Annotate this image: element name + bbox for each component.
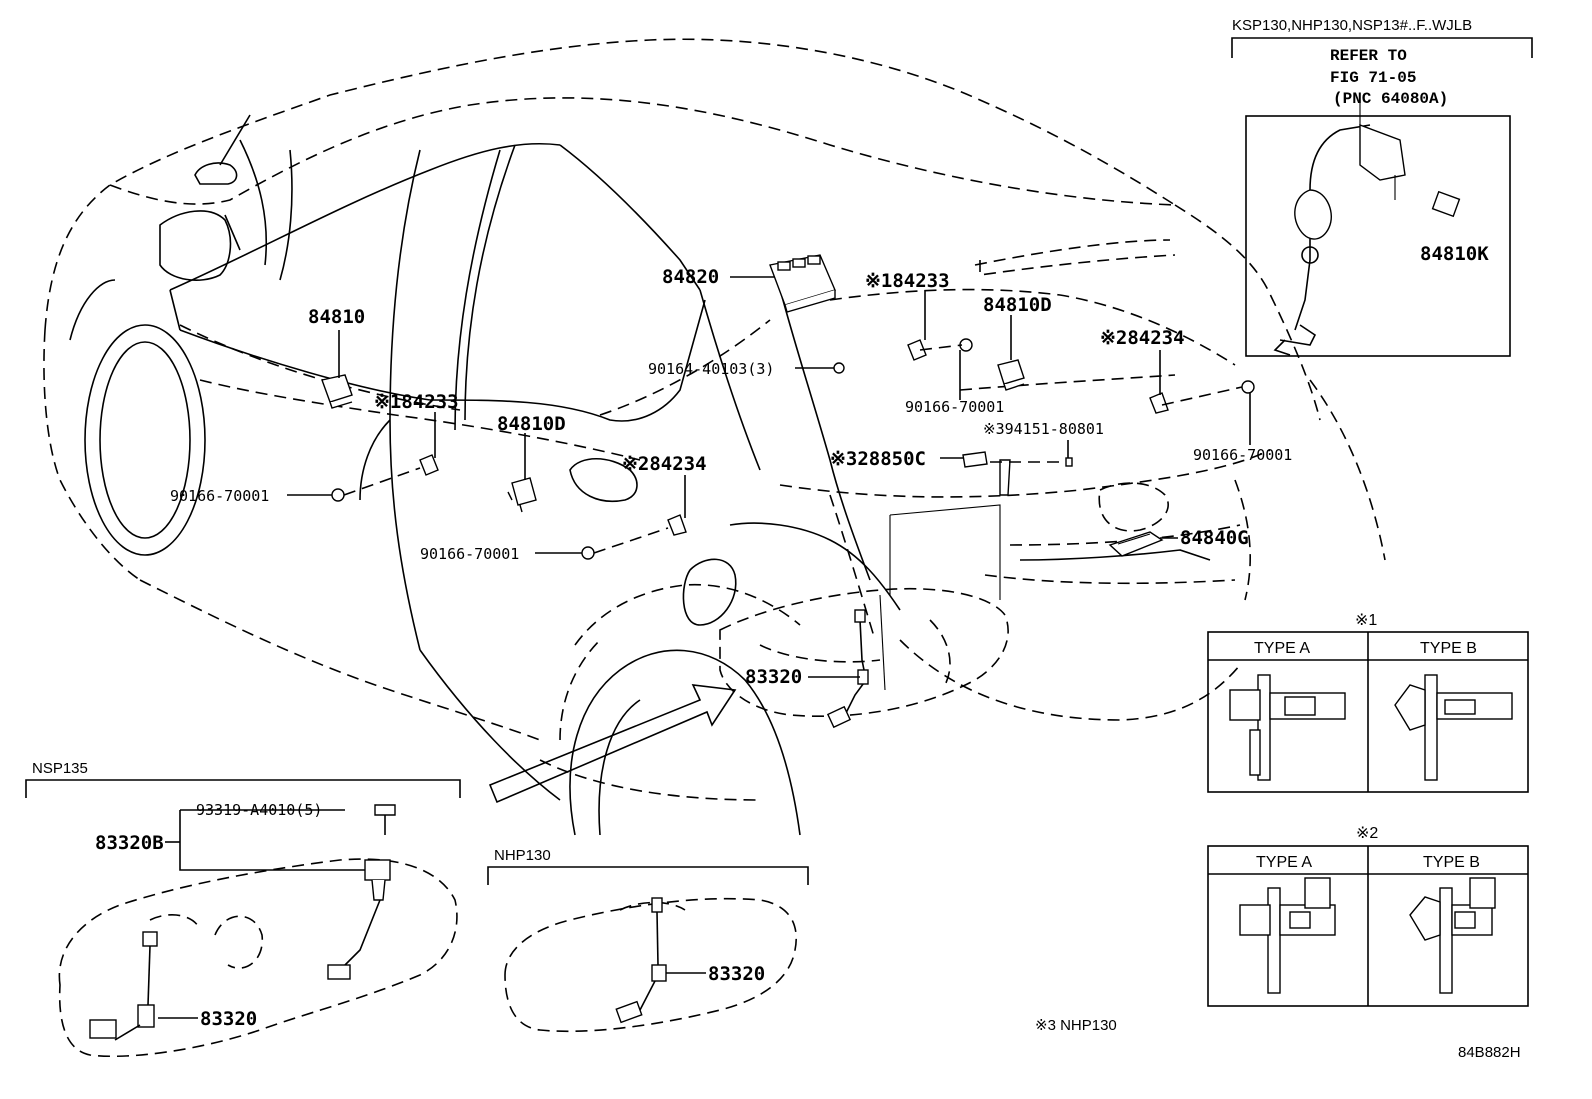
label-83320-nhp: 83320	[708, 963, 765, 985]
label-93319-A4010: 93319-A4010(5)	[196, 801, 322, 819]
label-94151-80801: ※394151-80801	[983, 420, 1104, 438]
switch-84820	[769, 254, 836, 313]
label-84820: 84820	[662, 266, 719, 288]
clip-parts	[331, 338, 1255, 560]
label-83320-nsp: 83320	[200, 1008, 257, 1030]
type-box-1-type-b: TYPE B	[1420, 640, 1477, 657]
nsp135-inset: NSP135	[25, 760, 461, 1058]
type-box-1: ※1 TYPE A TYPE B	[1207, 612, 1529, 793]
light-84840G	[1108, 531, 1164, 557]
door-handle	[569, 458, 638, 502]
refer-box: KSP130,NHP130,NSP13#..F..WJLB REFER TO F…	[1231, 17, 1533, 357]
label-90164-40103: 90164-40103(3)	[648, 360, 774, 378]
sender-83320-nsp-icon	[89, 931, 158, 1041]
label-84810: 84810	[308, 306, 365, 328]
label-84234-b: ※284234	[622, 453, 707, 475]
side-mirror	[159, 210, 241, 281]
type-box-2-type-a: TYPE A	[1256, 854, 1312, 871]
type-1b-clip-icon	[1394, 674, 1513, 781]
car-body-lines	[169, 139, 1211, 801]
figure-code: 84B882H	[1458, 1044, 1521, 1061]
label-90166-70001-b: 90166-70001	[1193, 446, 1292, 464]
car-body-outline	[43, 38, 1386, 801]
wheel-rear	[569, 558, 801, 836]
roof-antenna	[194, 114, 251, 185]
screw-93319-icon	[374, 804, 396, 835]
type-box-2-title: ※2	[1356, 825, 1378, 842]
type-box-2: ※2 TYPE A TYPE B	[1207, 825, 1529, 1007]
nsp135-header: NSP135	[32, 760, 88, 777]
sensor-84810	[321, 374, 353, 409]
label-90166-70001-a: 90166-70001	[905, 398, 1004, 416]
refer-line-3: (PNC 64080A)	[1333, 90, 1448, 108]
type-box-1-type-a: TYPE A	[1254, 640, 1310, 657]
sender-83320-nhp-icon	[615, 897, 667, 1024]
note-3: ※3 NHP130	[1035, 1017, 1117, 1034]
label-28850C: ※328850C	[830, 448, 926, 470]
label-84810D-b: 84810D	[497, 413, 566, 435]
view-arrow	[488, 684, 737, 804]
sender-83320-main	[826, 609, 869, 729]
wheel-front	[69, 279, 206, 556]
type-box-2-type-b: TYPE B	[1423, 854, 1480, 871]
dashed-connectors	[343, 344, 1243, 554]
type-box-1-title: ※1	[1355, 612, 1377, 629]
label-84233-b: ※184233	[374, 391, 459, 413]
label-83320B: 83320B	[95, 832, 164, 854]
label-84810K: 84810K	[1420, 243, 1489, 265]
nhp130-header: NHP130	[494, 847, 551, 864]
type-2b-clip-icon	[1409, 877, 1496, 994]
refer-line-1: REFER TO	[1330, 47, 1407, 65]
label-84233-a: ※184233	[865, 270, 950, 292]
type-2a-clip-icon	[1239, 877, 1336, 994]
models-header: KSP130,NHP130,NSP13#..F..WJLB	[1232, 17, 1472, 34]
type-1a-clip-icon	[1229, 674, 1346, 781]
fuel-tank-main	[719, 504, 1009, 718]
label-84234-a: ※284234	[1100, 327, 1185, 349]
label-83320-main: 83320	[745, 666, 802, 688]
label-84810D-a: 84810D	[983, 294, 1052, 316]
nhp130-inset: NHP130	[487, 847, 809, 1033]
leader-lines	[287, 100, 1361, 678]
part-number-labels: 84810K 84820 ※184233 84810D ※284234 9016…	[95, 243, 1489, 1030]
seatbelt-assembly	[1273, 123, 1461, 356]
sender-83320B-icon	[327, 859, 391, 980]
refer-line-2: FIG 71-05	[1330, 69, 1416, 87]
label-84840G: 84840G	[1180, 527, 1249, 549]
label-90166-70001-c: 90166-70001	[170, 487, 269, 505]
label-90166-70001-d: 90166-70001	[420, 545, 519, 563]
sensor-84810D-right	[997, 359, 1025, 391]
sensor-84810D-left	[507, 477, 537, 513]
